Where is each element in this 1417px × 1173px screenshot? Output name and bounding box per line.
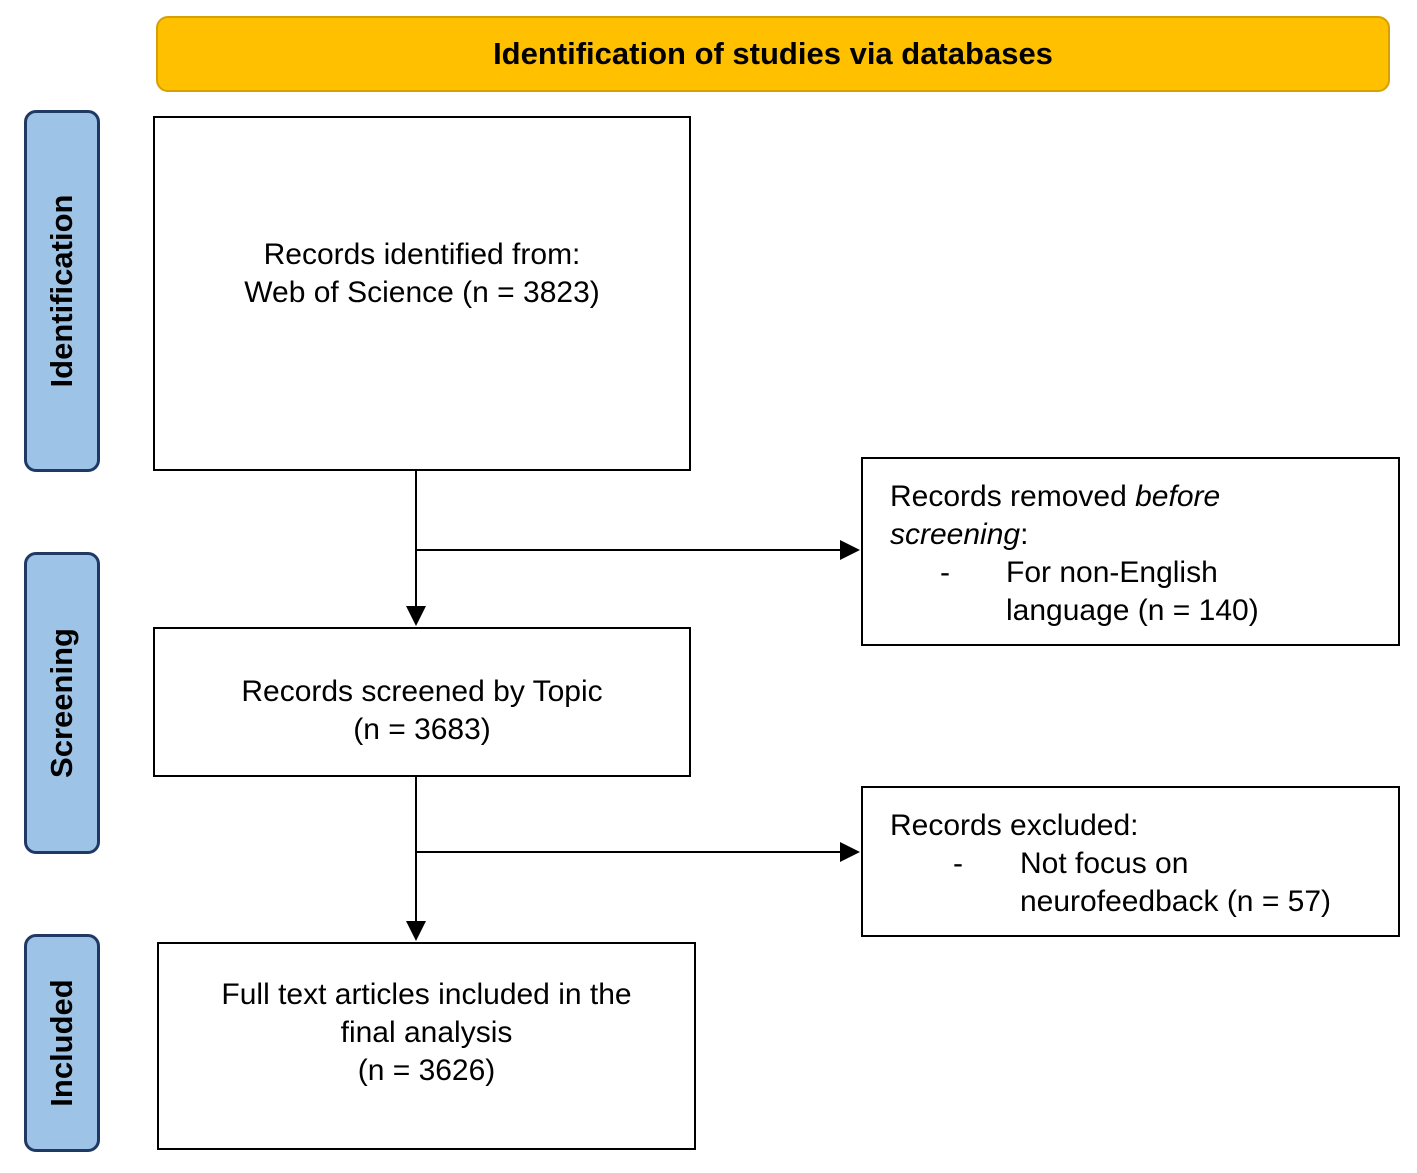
records-removed-title-line2: screening: xyxy=(890,516,1398,554)
banner-title: Identification of studies via databases xyxy=(493,36,1053,71)
records-removed-emphasis-screening: screening xyxy=(890,518,1021,551)
records-removed-item-line1: For non-English xyxy=(1006,556,1218,589)
records-removed-dash: - xyxy=(940,556,950,589)
records-removed-suffix: : xyxy=(1020,518,1029,551)
records-excluded-item-line1: Not focus on xyxy=(1020,847,1189,880)
records-removed-item: - For non-English language (n = 140) xyxy=(890,554,1398,630)
records-removed-box: Records removed before screening: - For … xyxy=(861,457,1400,646)
phase-screening: Screening xyxy=(24,552,100,854)
records-identified-line1: Records identified from: xyxy=(263,238,581,271)
records-removed-prefix: Records removed xyxy=(890,480,1136,513)
phase-included: Included xyxy=(24,934,100,1152)
records-screened-line1: Records screened by Topic xyxy=(241,675,603,708)
articles-included-box: Full text articles included in the final… xyxy=(157,942,696,1150)
records-removed-emphasis-before: before xyxy=(1135,480,1221,513)
records-excluded-dash: - xyxy=(953,847,963,880)
records-excluded-item-text: Not focus on neurofeedback (n = 57) xyxy=(1020,845,1331,921)
records-excluded-item: - Not focus on neurofeedback (n = 57) xyxy=(890,845,1398,921)
records-identified-box: Records identified from: Web of Science … xyxy=(153,116,691,471)
records-excluded-box: Records excluded: - Not focus on neurofe… xyxy=(861,786,1400,937)
records-removed-item-line2: language (n = 140) xyxy=(1006,594,1259,627)
identification-banner: Identification of studies via databases xyxy=(156,16,1390,92)
phase-identification: Identification xyxy=(24,110,100,472)
records-screened-line2: (n = 3683) xyxy=(353,713,491,746)
articles-included-line3: (n = 3626) xyxy=(357,1054,496,1087)
records-excluded-title: Records excluded: xyxy=(890,809,1139,842)
records-screened-box: Records screened by Topic (n = 3683) xyxy=(153,627,691,777)
articles-included-line1: Full text articles included in the xyxy=(221,978,632,1011)
articles-included-line2: final analysis xyxy=(340,1016,513,1049)
records-removed-title: Records removed before xyxy=(890,478,1398,516)
records-removed-item-text: For non-English language (n = 140) xyxy=(1006,554,1259,630)
records-excluded-item-line2: neurofeedback (n = 57) xyxy=(1020,885,1332,918)
records-identified-line2: Web of Science (n = 3823) xyxy=(244,276,600,309)
